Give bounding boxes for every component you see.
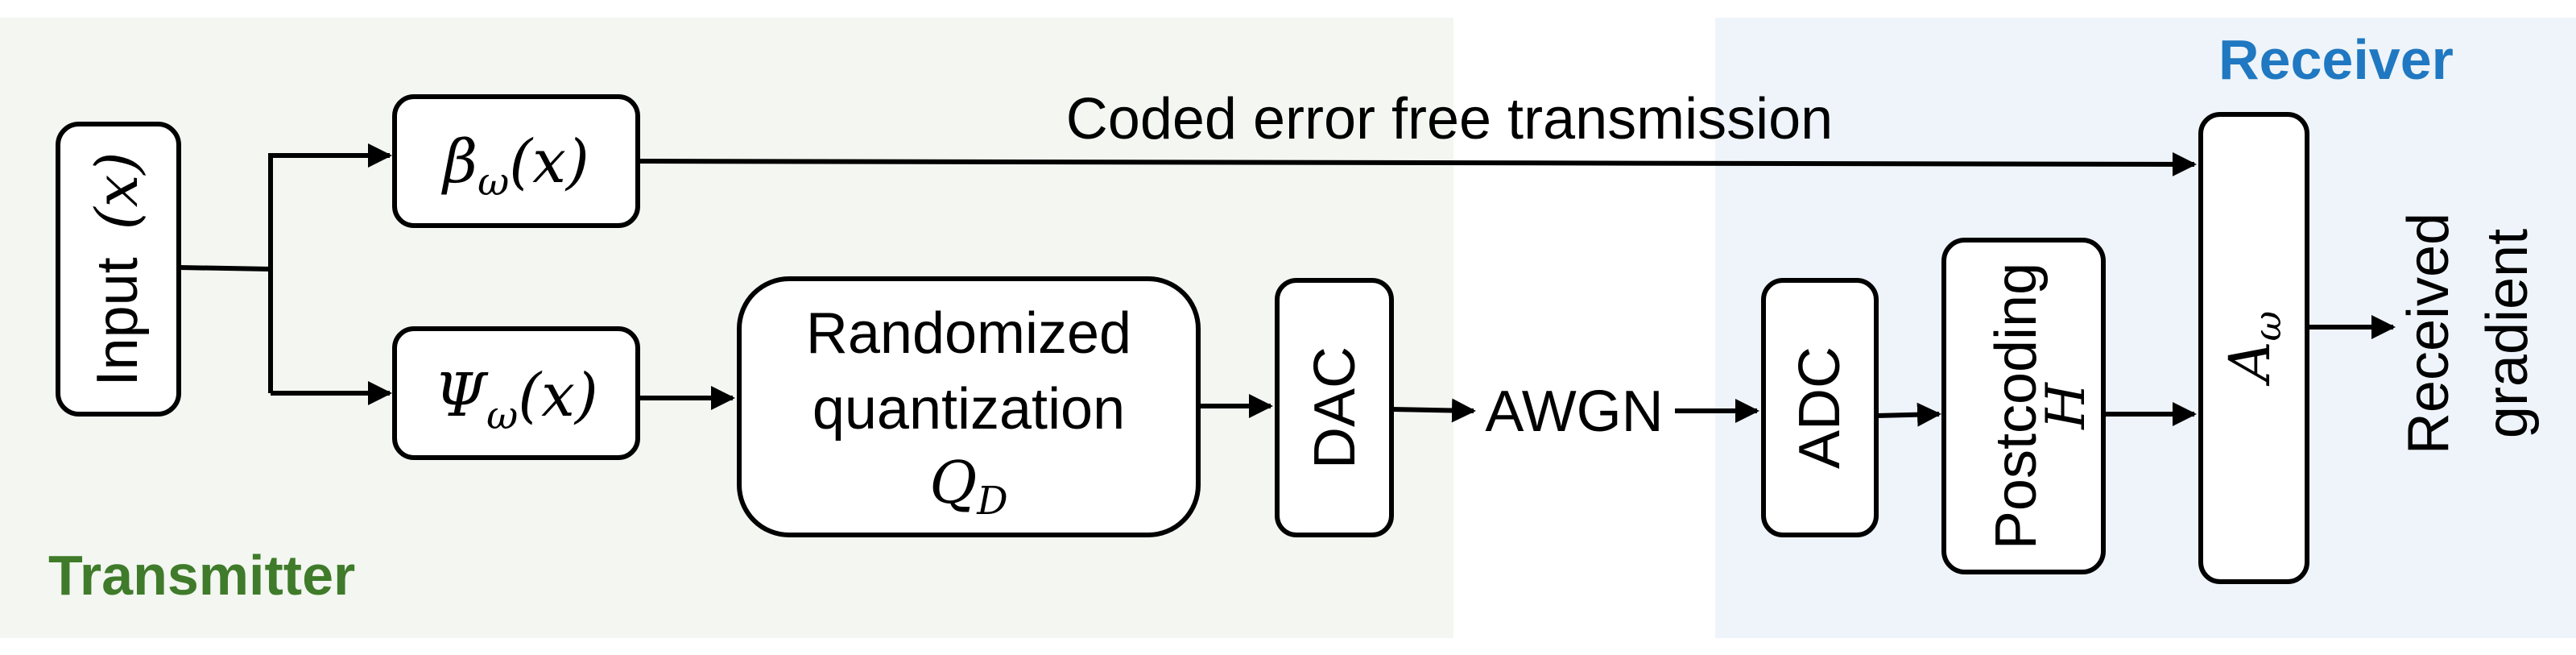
svg-text:QD: QD bbox=[929, 449, 1008, 524]
dac-block: DAC bbox=[1275, 278, 1394, 537]
a-omega-subscript: ω bbox=[2246, 311, 2289, 342]
svg-text:Ψω(x): Ψω(x) bbox=[434, 361, 598, 438]
wire-adc-to-postcoding bbox=[1875, 402, 1941, 427]
beta-block: βω(x) bbox=[392, 94, 640, 228]
a-omega-block: Aω bbox=[2198, 112, 2309, 584]
awgn-label: AWGN bbox=[1485, 379, 1663, 444]
beta-subscript: ω bbox=[478, 160, 509, 205]
psi-symbol: Ψ bbox=[434, 361, 489, 430]
coded-link-label: Coded error free transmission bbox=[1066, 87, 1833, 151]
a-omega-symbol: A bbox=[2217, 341, 2283, 387]
adc-block: ADC bbox=[1761, 278, 1879, 537]
beta-argument: (x) bbox=[509, 127, 589, 197]
quantizer-line1: Randomized bbox=[806, 301, 1131, 366]
adc-label: ADC bbox=[1788, 346, 1852, 469]
psi-subscript: ω bbox=[486, 393, 518, 438]
coded-link-wire bbox=[637, 151, 2197, 176]
input-block: Input (x) bbox=[56, 122, 181, 417]
output-label-line2: gradient bbox=[2475, 229, 2540, 438]
svg-text:Input (x): Input (x) bbox=[83, 152, 151, 387]
quantizer-subscript: D bbox=[976, 479, 1007, 524]
quantizer-line2: quantization bbox=[812, 377, 1125, 442]
input-split-wire bbox=[178, 265, 271, 272]
input-math: (x) bbox=[83, 152, 151, 230]
quantizer-math: Q bbox=[929, 449, 977, 516]
transmitter-label: Transmitter bbox=[48, 544, 355, 607]
wire-dac-to-awgn bbox=[1391, 398, 1476, 423]
input-label: Input bbox=[85, 257, 150, 386]
svg-text:βω(x): βω(x) bbox=[440, 127, 589, 205]
dac-label: DAC bbox=[1303, 346, 1367, 469]
psi-block: Ψω(x) bbox=[392, 326, 640, 460]
psi-argument: (x) bbox=[518, 361, 597, 430]
quantizer-block: Randomized quantization QD bbox=[737, 276, 1201, 537]
postcoding-math: H bbox=[2035, 382, 2097, 430]
postcoding-label: Postcoding bbox=[1984, 263, 2049, 549]
receiver-label: Receiver bbox=[2218, 28, 2454, 91]
beta-symbol: β bbox=[440, 127, 478, 197]
postcoding-block: Postcoding H bbox=[1941, 238, 2106, 574]
output-label-line1: Received bbox=[2396, 213, 2461, 454]
transmitter-region bbox=[0, 18, 1453, 638]
svg-text:Aω: Aω bbox=[2217, 311, 2289, 387]
